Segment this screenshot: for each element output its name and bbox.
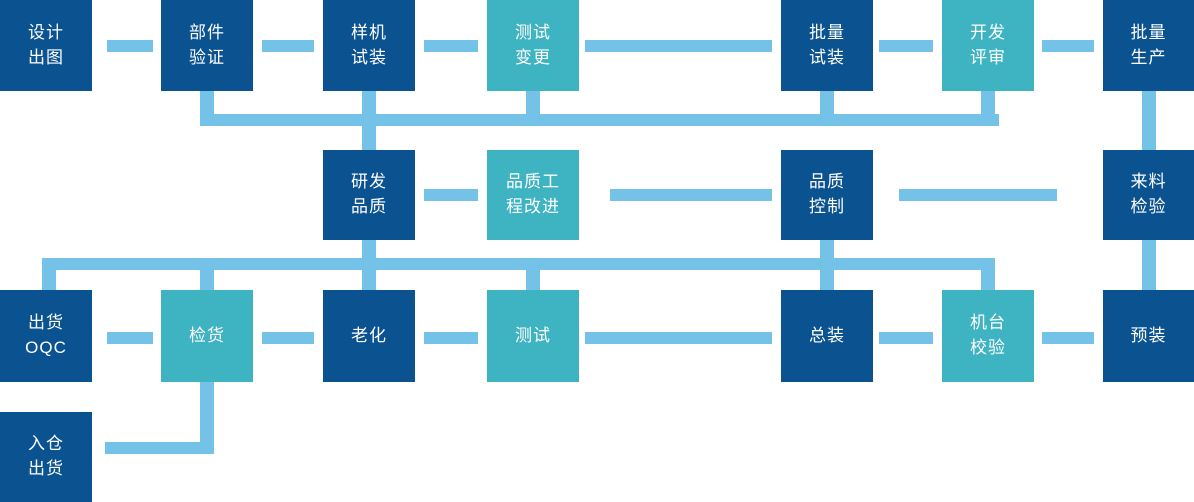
node-label: 研发 品质 <box>351 172 387 216</box>
connector-laohua-to-ceshi <box>424 332 478 344</box>
connector-bus-row2-to-row3 <box>42 258 994 270</box>
node-label: 批量 试装 <box>809 22 845 67</box>
node-label: 样机 试装 <box>351 22 387 67</box>
node-label: 检货 <box>189 325 225 345</box>
connector-bus-row1-to-row2 <box>200 114 999 126</box>
connector-leg-kaifa-down <box>981 91 995 121</box>
node-lailiao-jianyan[interactable]: 来料 检验 <box>1103 150 1194 240</box>
connector-leg-jianhuo-down <box>200 382 214 454</box>
node-yuzhuang[interactable]: 预装 <box>1103 290 1194 382</box>
connector-jianhuo-to-rucang <box>105 442 214 454</box>
node-label: 机台 校验 <box>970 313 1006 357</box>
node-label: 来料 检验 <box>1130 172 1167 216</box>
node-pinzhi-kongzhi[interactable]: 品质 控制 <box>781 150 873 240</box>
node-pinzhi-gongcheng[interactable]: 品质工 程改进 <box>487 150 579 240</box>
connector-ceshibiangeng-to-piliangshizhuang <box>585 40 772 52</box>
node-yanfa-pinzhi[interactable]: 研发 品质 <box>323 150 415 240</box>
node-jitai-jiaoyan[interactable]: 机台 校验 <box>942 290 1034 382</box>
node-piliang-shengchan[interactable]: 批量 生产 <box>1103 0 1194 91</box>
node-rucang-chuhuo[interactable]: 入仓 出货 <box>0 412 92 502</box>
connector-pinzhikongzhi-to-lailiao <box>899 189 1057 201</box>
node-kaifa-pingshen[interactable]: 开发 评审 <box>942 0 1034 91</box>
node-label: 品质 控制 <box>809 172 845 216</box>
node-label: 出货 OQC <box>25 313 67 357</box>
node-laohua[interactable]: 老化 <box>323 290 415 382</box>
node-label: 预装 <box>1130 325 1167 345</box>
node-chuhuo-oqc[interactable]: 出货 OQC <box>0 290 92 382</box>
connector-chuhuooqc-to-jianhuo <box>107 332 153 344</box>
node-label: 入仓 出货 <box>28 434 64 478</box>
node-jianhuo[interactable]: 检货 <box>161 290 253 382</box>
node-label: 设计 出图 <box>28 22 64 67</box>
node-label: 总装 <box>809 325 845 345</box>
connector-yanfa-to-pinzhigongcheng <box>424 189 478 201</box>
node-label: 测试 <box>515 325 551 345</box>
node-piliang-shizhuang[interactable]: 批量 试装 <box>781 0 873 91</box>
connector-leg-ceshibiangeng-down <box>526 91 540 121</box>
connector-leg-piliangshizhuang-down <box>820 91 834 121</box>
node-label: 测试 变更 <box>515 22 551 67</box>
connector-jitaijiaoyan-to-yuzhuang <box>1042 332 1094 344</box>
node-bujian-yanzheng[interactable]: 部件 验证 <box>161 0 253 91</box>
node-zongzhuang[interactable]: 总装 <box>781 290 873 382</box>
connector-sheji-to-bujian <box>107 40 153 52</box>
connector-ceshi-to-zongzhuang <box>585 332 772 344</box>
connector-bujian-to-yangji <box>262 40 314 52</box>
node-label: 开发 评审 <box>970 22 1006 67</box>
node-label: 部件 验证 <box>189 22 225 67</box>
node-label: 品质工 程改进 <box>506 172 560 216</box>
connector-lailiao-to-yuzhuang <box>1142 240 1156 290</box>
node-label: 老化 <box>351 325 387 345</box>
connector-yangji-to-ceshibiangeng <box>424 40 478 52</box>
node-sheji-chutu[interactable]: 设计 出图 <box>0 0 92 91</box>
node-yangji-shizhuang[interactable]: 样机 试装 <box>323 0 415 91</box>
connector-leg-bujian-down <box>200 91 214 121</box>
node-ceshi-biangeng[interactable]: 测试 变更 <box>487 0 579 91</box>
connector-jianhuo-to-laohua <box>262 332 314 344</box>
connector-piliangshizhuang-to-kaifa <box>879 40 933 52</box>
node-label: 批量 生产 <box>1130 22 1167 67</box>
connector-zongzhuang-to-jitaijiaoyan <box>879 332 933 344</box>
node-ceshi[interactable]: 测试 <box>487 290 579 382</box>
connector-kaifa-to-piliangshengchan <box>1042 40 1094 52</box>
connector-pinzhigongcheng-to-pinzhikongzhi <box>610 189 772 201</box>
connector-piliangshengchan-to-lailiao <box>1142 91 1156 151</box>
